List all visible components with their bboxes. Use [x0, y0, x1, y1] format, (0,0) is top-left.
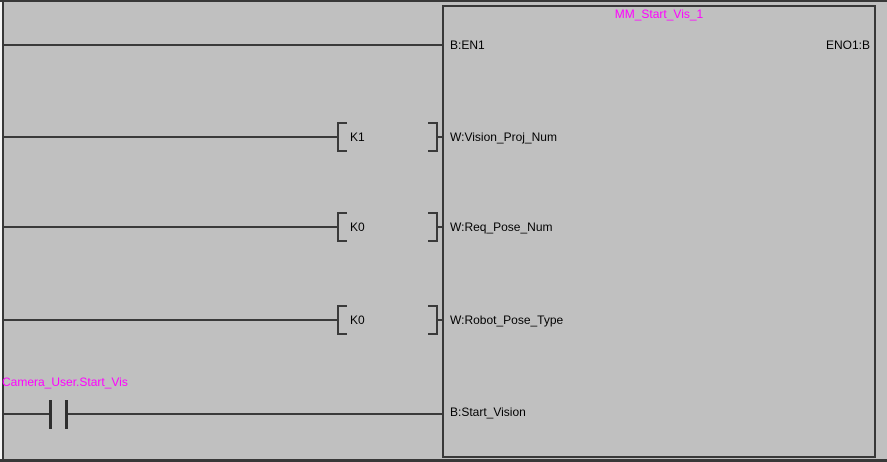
- fb-pin-req-pose-num[interactable]: W:Req_Pose_Num: [450, 220, 553, 234]
- constant-pin-tick-1: [438, 226, 442, 228]
- rung-bottom-separator: [0, 459, 887, 462]
- rung-top-separator: [0, 0, 887, 2]
- constant-value[interactable]: K0: [350, 313, 365, 327]
- constant-frame-close-2: [428, 305, 438, 335]
- constant-pin-tick-2: [438, 319, 442, 321]
- wire-en1: [4, 44, 442, 46]
- wire-contact-right: [68, 413, 442, 415]
- constant-frame-close-0: [428, 122, 438, 152]
- no-contact-symbol[interactable]: [49, 400, 52, 429]
- function-block-outline[interactable]: [442, 5, 876, 458]
- contact-operand-label[interactable]: Camera_User.Start_Vis: [2, 375, 128, 389]
- fb-pin-robot-pose-type[interactable]: W:Robot_Pose_Type: [450, 313, 564, 327]
- constant-frame-close-1: [428, 212, 438, 242]
- constant-frame-open-2: [337, 305, 347, 335]
- constant-pin-tick-0: [438, 136, 442, 138]
- left-power-rail: [2, 0, 4, 462]
- wire-req-pose-num: [4, 226, 337, 228]
- wire-contact-left: [4, 413, 49, 415]
- constant-value[interactable]: K1: [350, 130, 365, 144]
- canvas-left-margin: [0, 0, 2, 462]
- constant-frame-open-0: [337, 122, 347, 152]
- constant-value[interactable]: K0: [350, 220, 365, 234]
- wire-vision-proj-num: [4, 136, 337, 138]
- fb-pin-vision-proj-num[interactable]: W:Vision_Proj_Num: [450, 130, 557, 144]
- fb-pin-start-vision[interactable]: B:Start_Vision: [450, 405, 526, 419]
- fb-pin-eno1[interactable]: ENO1:B: [825, 38, 870, 52]
- constant-frame-open-1: [337, 212, 347, 242]
- fb-pin-en1[interactable]: B:EN1: [450, 38, 485, 52]
- function-block-instance-name[interactable]: MM_Start_Vis_1: [614, 7, 704, 21]
- wire-robot-pose-type: [4, 319, 337, 321]
- no-contact-symbol[interactable]: [65, 400, 68, 429]
